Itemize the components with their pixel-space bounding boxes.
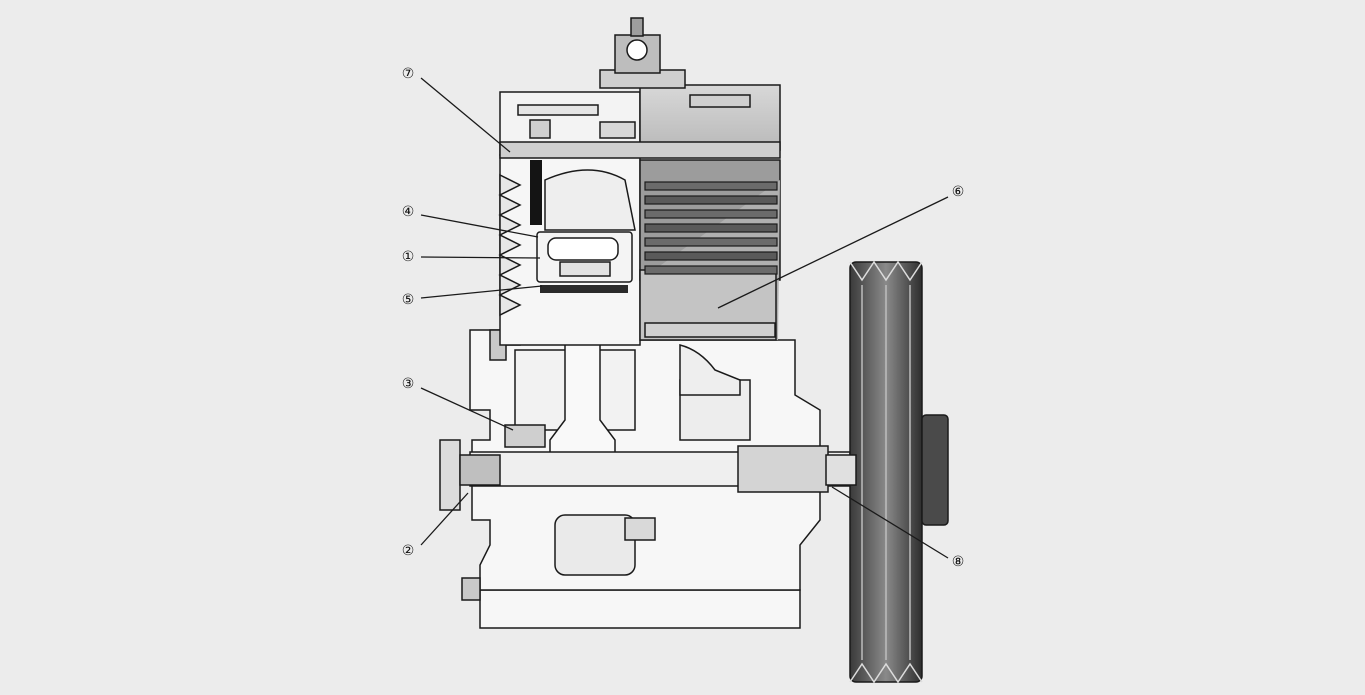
leader-line-6 xyxy=(717,196,949,309)
callout-3: ③ xyxy=(402,376,415,392)
callout-1: ① xyxy=(402,249,415,265)
cooling-fin xyxy=(644,223,778,233)
leader-line-5 xyxy=(420,285,543,299)
leader-line-3 xyxy=(420,387,514,431)
callout-8: ⑧ xyxy=(952,554,965,570)
callout-6: ⑥ xyxy=(952,184,965,200)
callout-4: ④ xyxy=(402,204,415,220)
cooling-fin xyxy=(644,265,778,275)
cooling-fin xyxy=(644,181,778,191)
leader-line-2 xyxy=(420,492,469,546)
leader-lines xyxy=(420,77,949,559)
cooling-fin xyxy=(644,209,778,219)
leader-line-4 xyxy=(420,214,539,238)
callout-7: ⑦ xyxy=(402,66,415,82)
cooling-fins xyxy=(644,181,778,275)
leader-line-7 xyxy=(420,77,511,153)
cooling-fin xyxy=(644,251,778,261)
callout-markers: ⑦ ④ ① ⑤ ③ ② ⑥ ⑧ xyxy=(402,66,965,570)
leader-line-8 xyxy=(831,486,949,559)
leader-line-1 xyxy=(420,256,541,259)
cylinder-head xyxy=(499,17,781,159)
callout-5: ⑤ xyxy=(402,292,415,308)
crankcase xyxy=(461,329,821,629)
callout-2: ② xyxy=(402,543,415,559)
cooling-fin xyxy=(644,195,778,205)
crankshaft xyxy=(439,424,851,511)
piston xyxy=(536,231,633,293)
pulley xyxy=(825,260,949,684)
cooling-fin xyxy=(644,237,778,247)
